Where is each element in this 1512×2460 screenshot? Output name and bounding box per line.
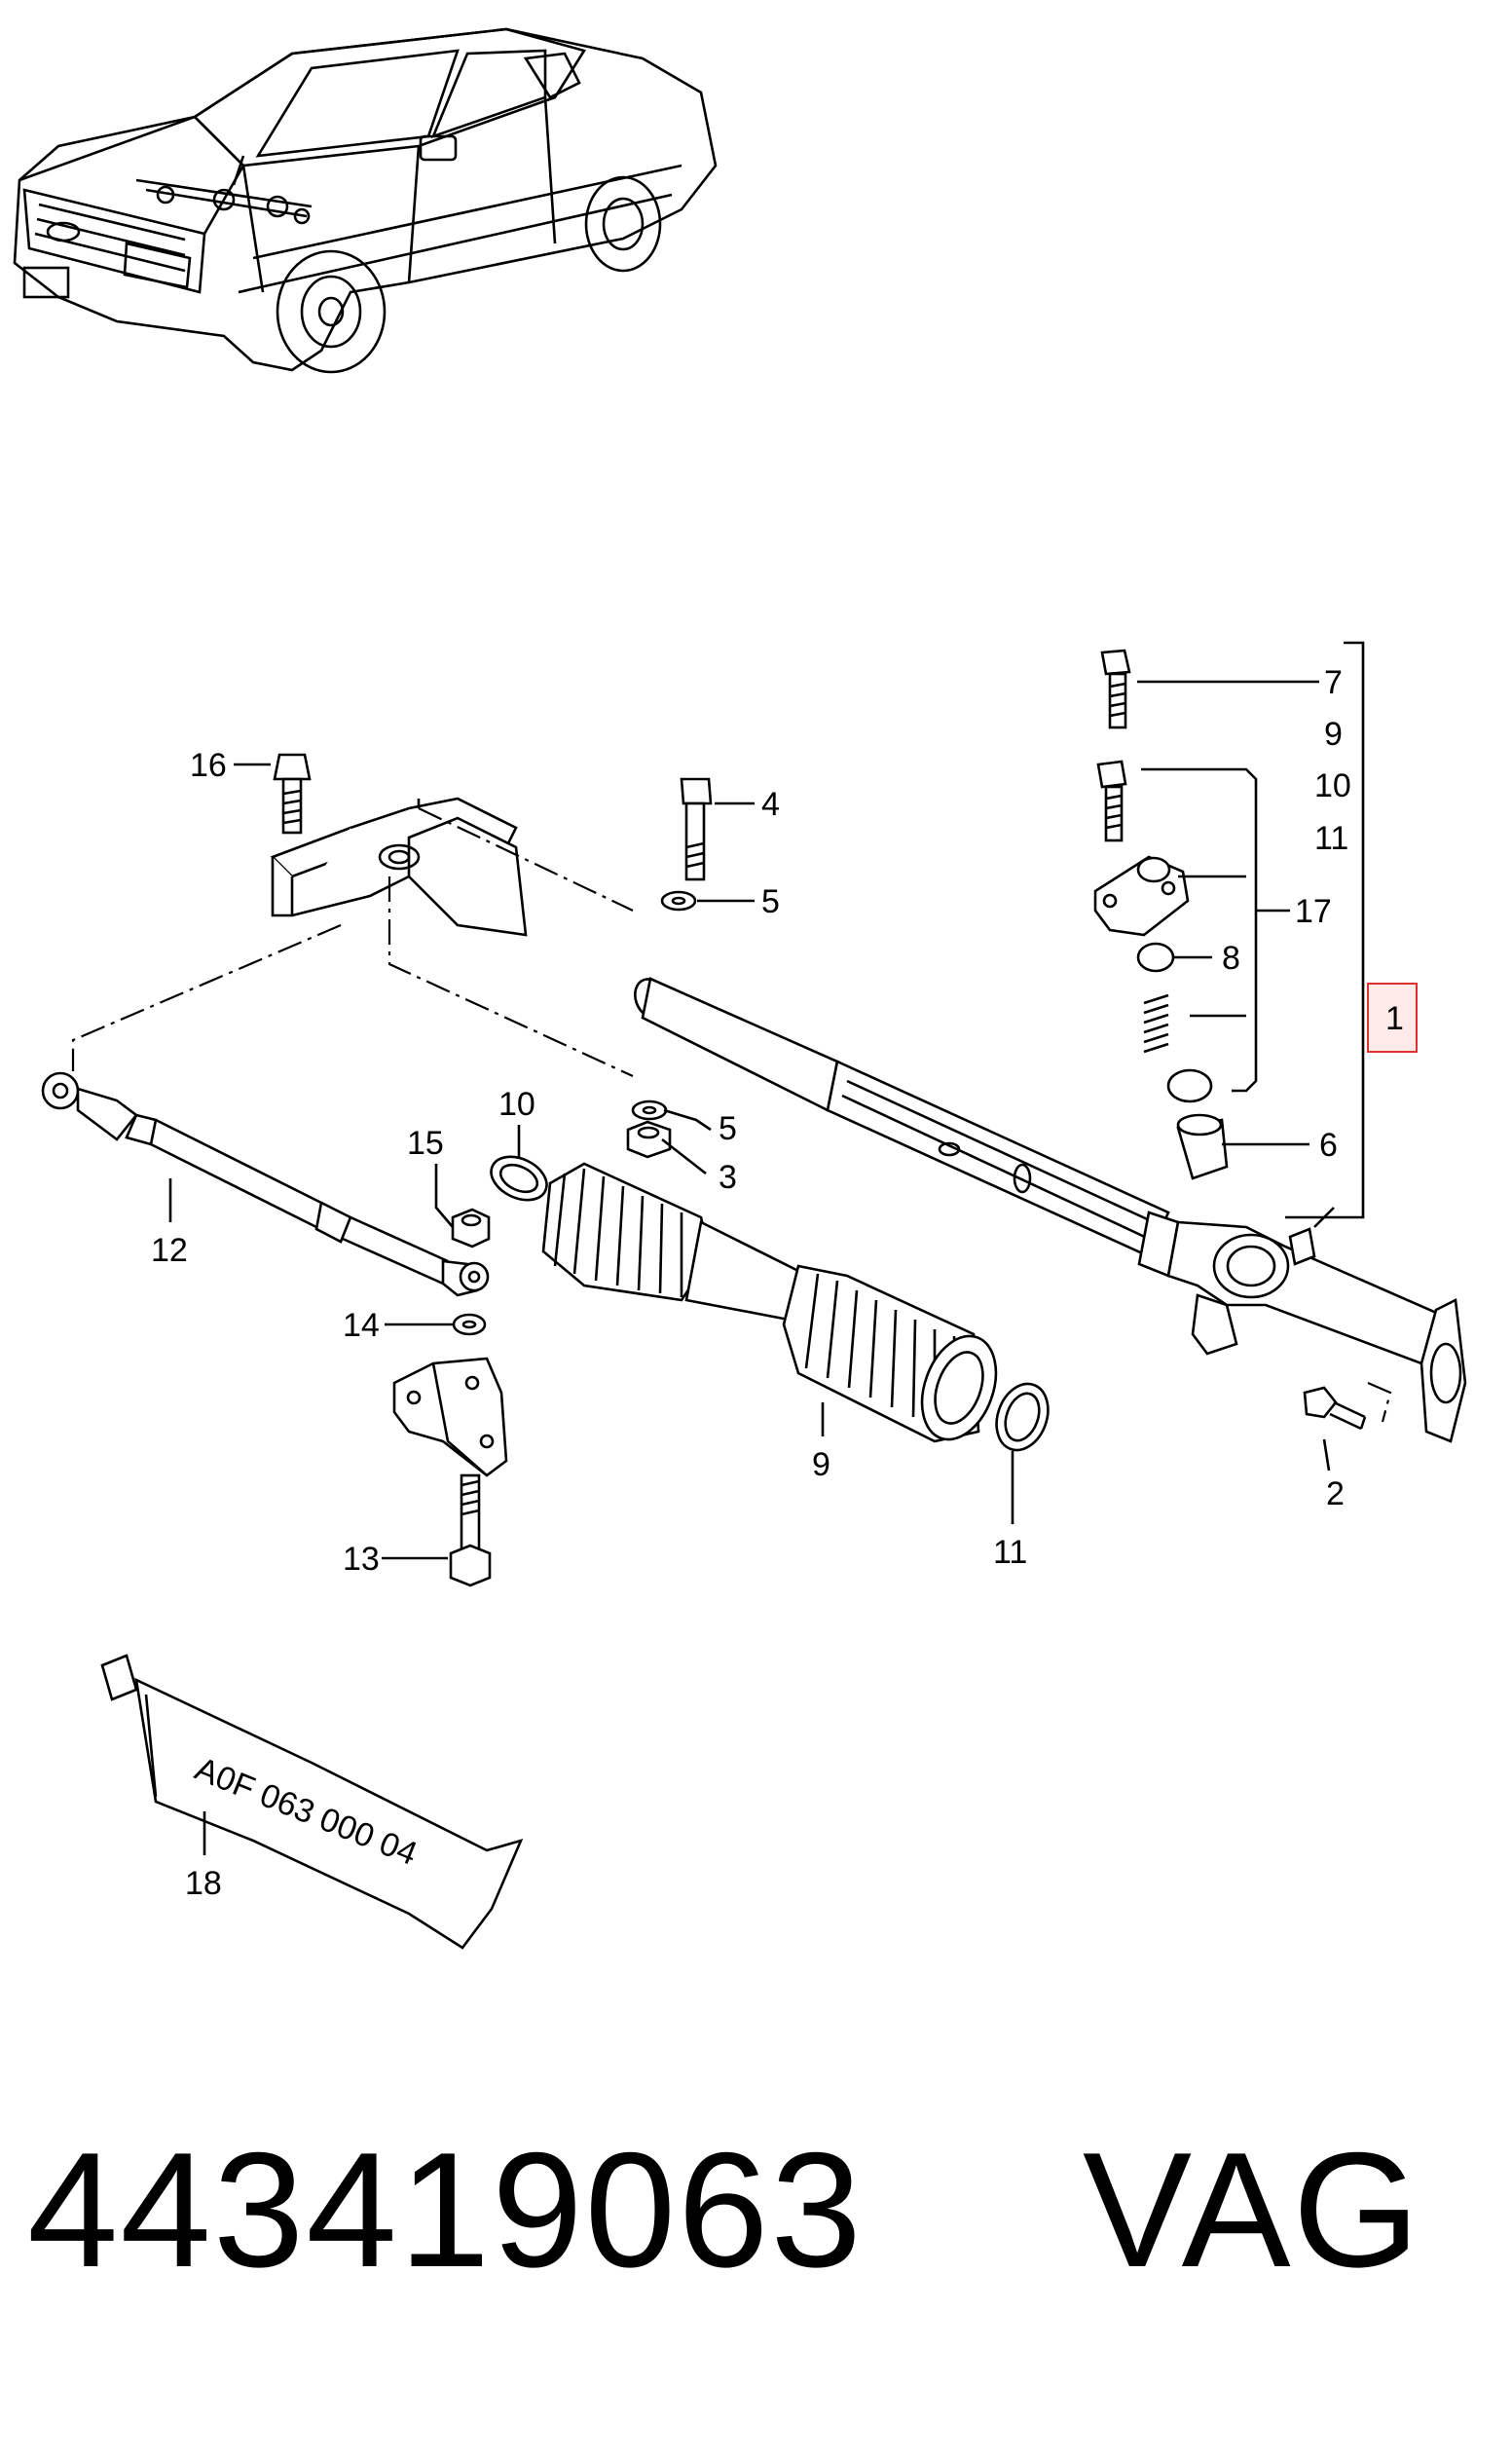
part-number: 443419063 [27,2118,864,2301]
bolt-7 [1100,649,1131,729]
label-5a: 5 [761,883,780,920]
nut-15 [451,1208,491,1249]
label-4: 4 [761,786,780,823]
label-13: 13 [343,1541,380,1578]
label-15: 15 [407,1125,444,1162]
label-18: 18 [185,1865,222,1902]
label-3: 3 [719,1159,737,1196]
bolt-13 [449,1473,492,1587]
label-11a: 11 [993,1534,1027,1571]
label-10a: 10 [498,1086,535,1123]
dash-line-c [71,923,342,1071]
spring [1143,993,1169,1054]
label-11b: 11 [1314,820,1348,857]
label-14: 14 [343,1307,380,1344]
nut-3-washer-5 [626,1100,672,1159]
bolt-9-10-11 [1096,760,1127,842]
label-10b: 10 [1314,767,1351,804]
tie-rod [41,1071,490,1297]
label-5b: 5 [719,1110,737,1147]
label-6: 6 [1319,1127,1338,1164]
label-1: 1 [1385,1000,1404,1037]
label-8: 8 [1222,940,1240,977]
bushing-6 [1176,1113,1229,1180]
label-17: 17 [1295,893,1332,930]
label-7: 7 [1324,664,1343,701]
bolt-4 [660,777,713,912]
clamp-10 [490,1155,548,1202]
bolt-2 [1303,1386,1367,1431]
bracket-13 [392,1357,508,1477]
dash-line-d [1367,1381,1392,1423]
mounting-bracket [270,797,528,937]
brand-label: VAG [1083,2118,1422,2301]
pressure-pad [1166,1068,1213,1103]
label-2: 2 [1326,1475,1345,1512]
label-9b: 9 [1324,716,1343,753]
callout-1-highlight [1367,983,1418,1053]
clamp-11 [995,1382,1050,1452]
bolt-16 [273,753,312,835]
dash-line-a [418,807,634,912]
rack-housing [634,977,1467,1443]
car-illustration [13,27,718,374]
leader-lines [168,641,1365,1855]
boot-9 [541,1162,998,1443]
washer-14 [452,1313,487,1336]
label-9: 9 [812,1446,830,1483]
dash-line-b [387,876,634,1077]
o-ring-8 [1136,942,1175,973]
label-12: 12 [151,1232,188,1269]
callout-labels: 16 4 5 5 3 10 15 12 14 13 9 11 7 9 10 11… [151,664,1404,1902]
cover-plate [1093,855,1190,937]
label-16: 16 [190,747,227,784]
grease-tube [100,1654,524,1950]
